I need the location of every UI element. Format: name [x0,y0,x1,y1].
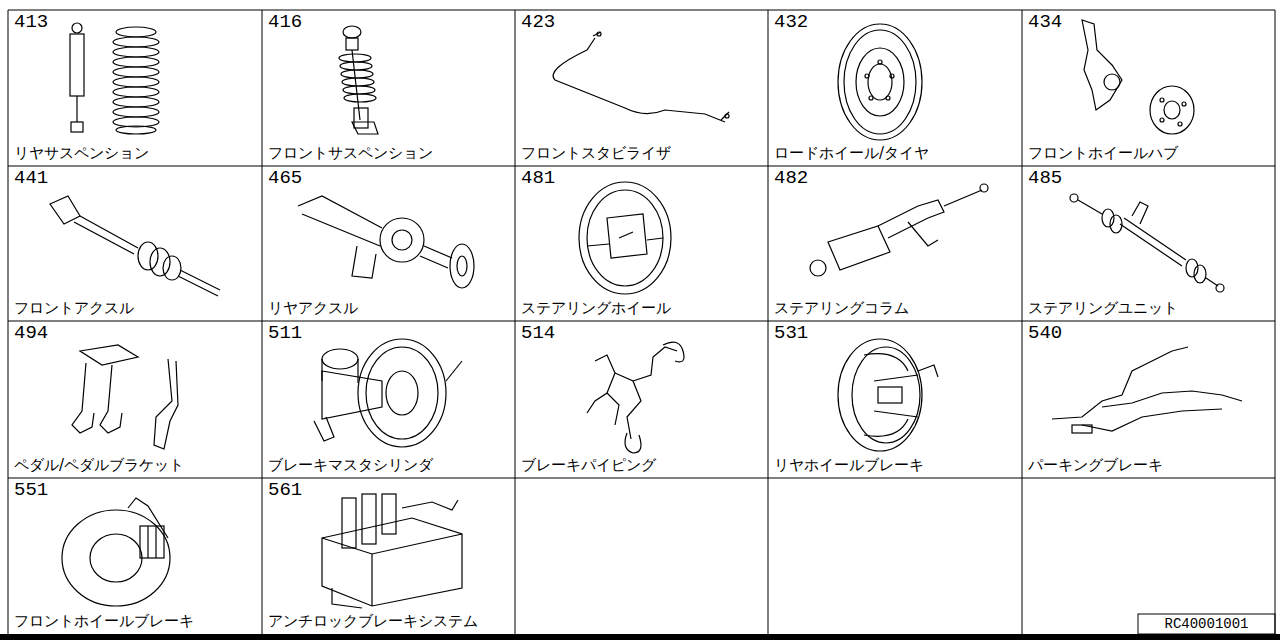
section-number: 494 [14,322,48,344]
section-name: フロントアクスル [14,299,134,318]
figure-code-box: RC40001001 [1138,614,1275,634]
index-cell: 561 アンチロックブレーキシステム [262,478,515,634]
grid-lines [8,10,1275,634]
bottom-bar [0,634,1280,640]
section-number: 511 [268,322,302,344]
section-number: 561 [268,479,302,501]
index-cell: 482 ステアリングコラム [768,166,1022,321]
index-cell: 531 リヤホイールブレーキ [768,321,1022,478]
section-number: 423 [521,11,555,33]
section-name: アンチロックブレーキシステム [268,612,478,631]
section-number: 551 [14,479,48,501]
section-name: ロードホイール/タイヤ [774,144,929,163]
section-name: ステアリングホイール [521,299,671,318]
index-cell: 551 フロントホイールブレーキ [8,478,262,634]
section-number: 481 [521,167,555,189]
index-cell: 511 ブレーキマスタシリンダ [262,321,515,478]
section-name: フロントサスペンション [268,144,433,163]
index-cell: 432 ロードホイール/タイヤ [768,10,1022,166]
index-cell: 514 ブレーキパイピング [515,321,768,478]
index-cell: 465 リヤアクスル [262,166,515,321]
section-name: フロントホイールハブ [1028,144,1178,163]
section-number: 465 [268,167,302,189]
index-cell: 423 フロントスタビライザ [515,10,768,166]
section-name: リヤホイールブレーキ [774,456,924,475]
figure-code: RC40001001 [1138,614,1275,634]
section-number: 531 [774,322,808,344]
section-number: 514 [521,322,555,344]
index-cell: 494 ペダル/ペダルブラケット [8,321,262,478]
section-number: 482 [774,167,808,189]
index-cell: 540 パーキングブレーキ [1022,321,1275,478]
section-number: 432 [774,11,808,33]
section-number: 413 [14,11,48,33]
index-cell: 413 リヤサスペンション [8,10,262,166]
index-cell: 416 フロントサスペンション [262,10,515,166]
section-number: 485 [1028,167,1062,189]
section-name: フロントスタビライザ [521,144,671,163]
section-number: 540 [1028,322,1062,344]
section-name: フロントホイールブレーキ [14,612,194,631]
section-name: ステアリングユニット [1028,299,1178,318]
section-name: ブレーキパイピング [521,456,656,475]
index-cell: 434 フロントホイールハブ [1022,10,1275,166]
section-name: パーキングブレーキ [1028,456,1163,475]
section-name: リヤサスペンション [14,144,149,163]
section-number: 441 [14,167,48,189]
section-name: ブレーキマスタシリンダ [268,456,433,475]
index-cell: 441 フロントアクスル [8,166,262,321]
index-cell: 481 ステアリングホイール [515,166,768,321]
section-name: ステアリングコラム [774,299,909,318]
index-cell: 485 ステアリングユニット [1022,166,1275,321]
section-number: 434 [1028,11,1062,33]
section-number: 416 [268,11,302,33]
part-sketches [50,20,1242,608]
section-name: リヤアクスル [268,299,358,318]
section-name: ペダル/ペダルブラケット [14,456,184,475]
